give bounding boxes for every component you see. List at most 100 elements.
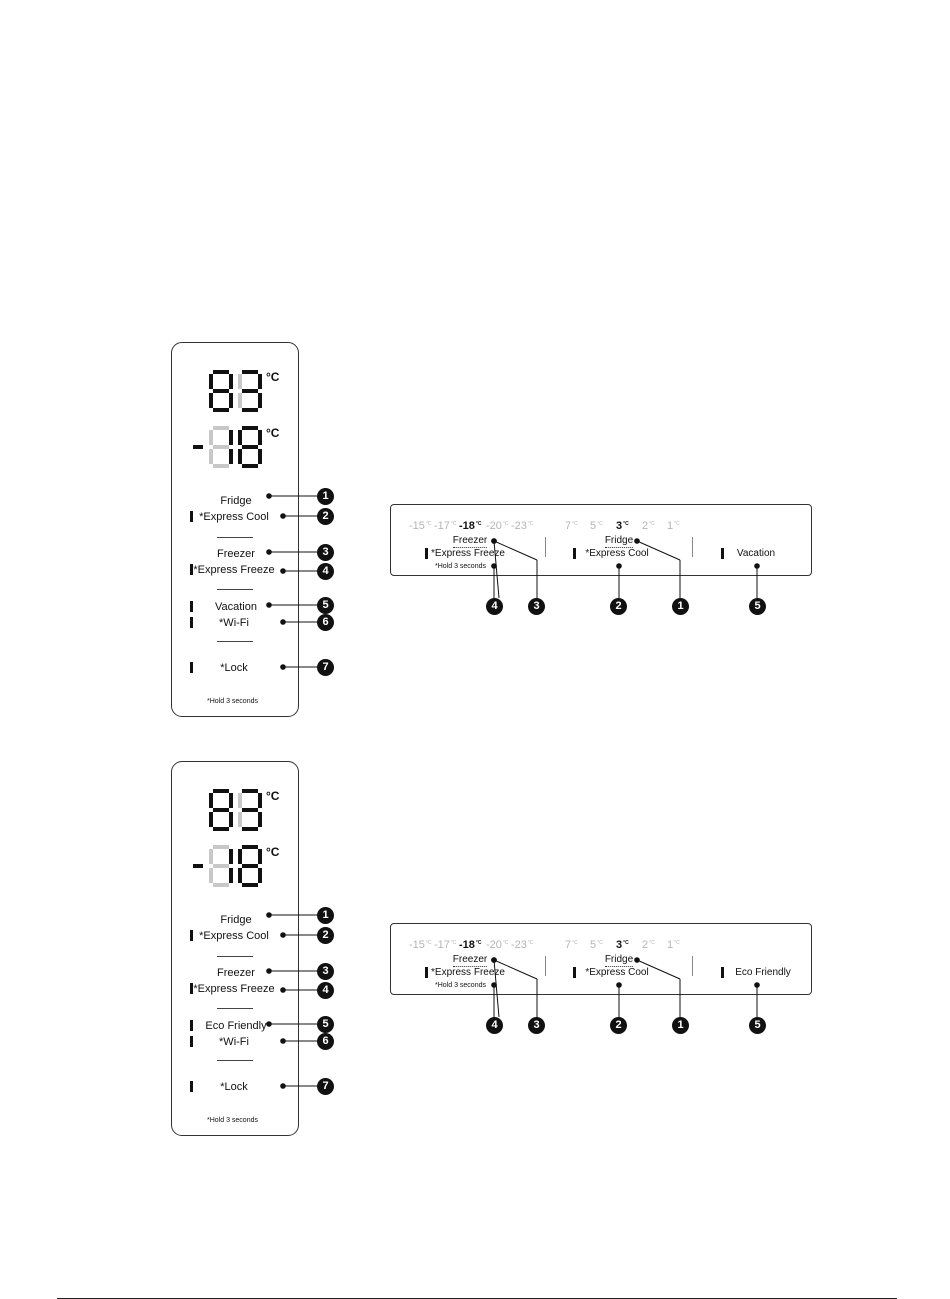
callout-2: 2 bbox=[610, 1017, 627, 1034]
freezer-temp-option[interactable]: -15°C bbox=[409, 939, 432, 951]
freezer-temp-option[interactable]: -17°C bbox=[434, 520, 457, 532]
callout-4: 4 bbox=[486, 598, 503, 615]
freezer-temp-option[interactable]: -20°C bbox=[486, 520, 509, 532]
fridge-temp-option[interactable]: 2°C bbox=[642, 939, 655, 951]
express-freeze-indicator bbox=[425, 548, 428, 559]
fridge-button-label[interactable]: Fridge bbox=[604, 535, 634, 548]
wifi-button-label[interactable]: *Wi-Fi bbox=[219, 617, 249, 629]
freezer-temp-option[interactable]: -23°C bbox=[511, 520, 534, 532]
fridge-button-label[interactable]: Fridge bbox=[220, 914, 252, 926]
lock-indicator bbox=[190, 1081, 193, 1092]
freezer-temp-option-selected[interactable]: -18°C bbox=[459, 939, 482, 951]
wifi-indicator bbox=[190, 1036, 193, 1047]
freezer-button-label[interactable]: Freezer bbox=[452, 954, 488, 967]
freezer-temp-option[interactable]: -20°C bbox=[486, 939, 509, 951]
freezer-button-label[interactable]: Freezer bbox=[217, 548, 255, 560]
callout-3: 3 bbox=[317, 963, 334, 980]
fridge-button-label[interactable]: Fridge bbox=[220, 495, 252, 507]
callout-6: 6 bbox=[317, 1033, 334, 1050]
divider bbox=[217, 641, 253, 642]
callout-7: 7 bbox=[317, 659, 334, 676]
express-cool-indicator bbox=[190, 930, 193, 941]
lock-button-label[interactable]: *Lock bbox=[220, 662, 248, 674]
freezer-temp-option-selected[interactable]: -18°C bbox=[459, 520, 482, 532]
vacation-indicator bbox=[190, 601, 193, 612]
callout-4: 4 bbox=[317, 563, 334, 580]
freezer-unit-label: °C bbox=[266, 426, 280, 440]
fridge-temp-option-selected[interactable]: 3°C bbox=[616, 520, 629, 532]
freezer-button-label[interactable]: Freezer bbox=[452, 535, 488, 548]
fridge-temp-option[interactable]: 7°C bbox=[565, 520, 578, 532]
divider bbox=[217, 1008, 253, 1009]
fridge-button-label[interactable]: Fridge bbox=[604, 954, 634, 967]
callout-4: 4 bbox=[486, 1017, 503, 1034]
express-freeze-button-label[interactable]: *Express Freeze bbox=[431, 967, 505, 978]
vertical-control-panel-b bbox=[171, 761, 299, 1136]
vacation-button-label[interactable]: Vacation bbox=[215, 601, 257, 613]
callout-1: 1 bbox=[672, 598, 689, 615]
callout-2: 2 bbox=[317, 508, 334, 525]
hold-note: *Hold 3 seconds bbox=[435, 563, 486, 570]
callout-1: 1 bbox=[317, 907, 334, 924]
divider bbox=[217, 1060, 253, 1061]
hold-note: *Hold 3 seconds bbox=[207, 698, 258, 705]
callout-2: 2 bbox=[317, 927, 334, 944]
express-freeze-indicator bbox=[190, 983, 193, 994]
express-freeze-indicator bbox=[190, 564, 193, 575]
express-cool-indicator bbox=[573, 548, 576, 559]
wifi-indicator bbox=[190, 617, 193, 628]
eco-friendly-indicator bbox=[190, 1020, 193, 1031]
wifi-button-label[interactable]: *Wi-Fi bbox=[219, 1036, 249, 1048]
callout-4: 4 bbox=[317, 982, 334, 999]
express-cool-button-label[interactable]: *Express Cool bbox=[585, 967, 649, 978]
divider bbox=[217, 537, 253, 538]
express-cool-indicator bbox=[573, 967, 576, 978]
express-freeze-indicator bbox=[425, 967, 428, 978]
callout-1: 1 bbox=[672, 1017, 689, 1034]
lock-button-label[interactable]: *Lock bbox=[220, 1081, 248, 1093]
fridge-unit-label: °C bbox=[266, 370, 280, 384]
freezer-temp-option[interactable]: -15°C bbox=[409, 520, 432, 532]
lock-indicator bbox=[190, 662, 193, 673]
callout-1: 1 bbox=[317, 488, 334, 505]
divider bbox=[217, 589, 253, 590]
freezer-button-label[interactable]: Freezer bbox=[217, 967, 255, 979]
express-freeze-button-label[interactable]: *Express Freeze bbox=[193, 564, 275, 576]
horizontal-control-panel-b bbox=[390, 923, 812, 995]
vacation-button-label[interactable]: Vacation bbox=[736, 548, 776, 559]
vacation-indicator bbox=[721, 548, 724, 559]
express-cool-button-label[interactable]: *Express Cool bbox=[199, 930, 269, 942]
section-divider bbox=[692, 537, 693, 557]
fridge-temp-option-selected[interactable]: 3°C bbox=[616, 939, 629, 951]
horizontal-control-panel-a bbox=[390, 504, 812, 576]
callout-5: 5 bbox=[749, 598, 766, 615]
fridge-temp-option[interactable]: 2°C bbox=[642, 520, 655, 532]
express-cool-indicator bbox=[190, 511, 193, 522]
section-divider bbox=[692, 956, 693, 976]
fridge-temp-option[interactable]: 1°C bbox=[667, 520, 680, 532]
callout-3: 3 bbox=[528, 1017, 545, 1034]
fridge-temp-option[interactable]: 5°C bbox=[590, 520, 603, 532]
section-divider bbox=[545, 956, 546, 976]
eco-friendly-button-label[interactable]: Eco Friendly bbox=[735, 967, 791, 978]
divider bbox=[217, 956, 253, 957]
eco-friendly-button-label[interactable]: Eco Friendly bbox=[205, 1020, 267, 1032]
hold-note: *Hold 3 seconds bbox=[207, 1117, 258, 1124]
express-cool-button-label[interactable]: *Express Cool bbox=[199, 511, 269, 523]
fridge-unit-label: °C bbox=[266, 789, 280, 803]
express-freeze-button-label[interactable]: *Express Freeze bbox=[193, 983, 275, 995]
fridge-temp-option[interactable]: 5°C bbox=[590, 939, 603, 951]
fridge-temp-option[interactable]: 1°C bbox=[667, 939, 680, 951]
callout-5: 5 bbox=[317, 1016, 334, 1033]
express-cool-button-label[interactable]: *Express Cool bbox=[585, 548, 649, 559]
section-divider bbox=[545, 537, 546, 557]
callout-3: 3 bbox=[317, 544, 334, 561]
fridge-temp-option[interactable]: 7°C bbox=[565, 939, 578, 951]
express-freeze-button-label[interactable]: *Express Freeze bbox=[431, 548, 505, 559]
freezer-temp-option[interactable]: -17°C bbox=[434, 939, 457, 951]
freezer-temp-option[interactable]: -23°C bbox=[511, 939, 534, 951]
hold-note: *Hold 3 seconds bbox=[435, 982, 486, 989]
